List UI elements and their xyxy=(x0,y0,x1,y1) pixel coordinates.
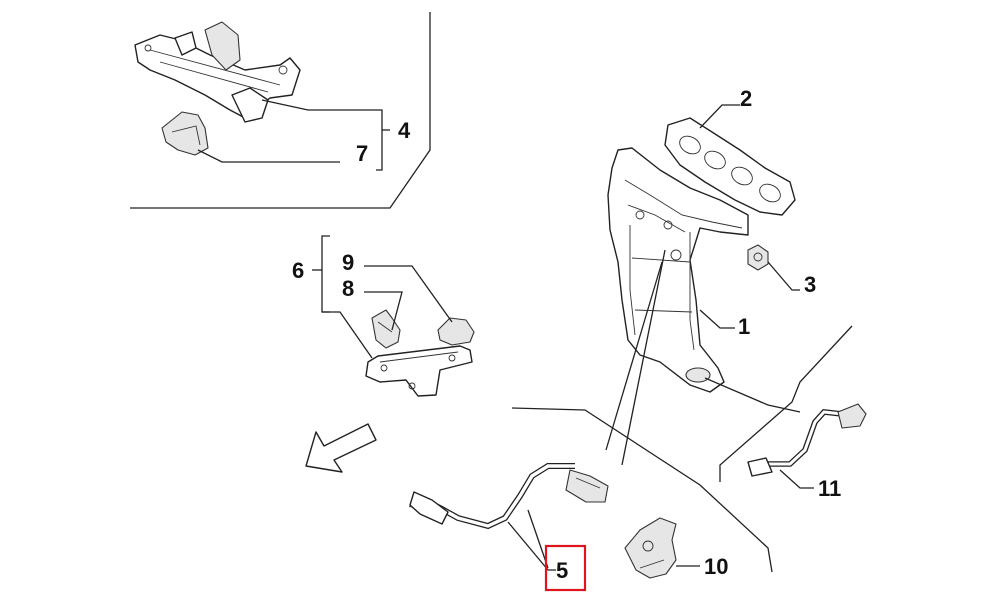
leader-1 xyxy=(699,309,735,329)
leader-11 xyxy=(779,469,814,489)
leader-2 xyxy=(699,104,740,129)
leader-5-top xyxy=(605,261,663,451)
leader-5-cat xyxy=(621,249,666,466)
oxygen-sensor-part[interactable] xyxy=(409,463,609,530)
callout-3[interactable]: 3 xyxy=(804,272,816,297)
clip-part[interactable] xyxy=(161,111,209,156)
callout-11[interactable]: 11 xyxy=(818,476,841,501)
section-lines xyxy=(511,325,853,573)
spring-clip-part[interactable] xyxy=(371,309,401,349)
leader-4-7 xyxy=(197,99,390,171)
manifold-gasket-part[interactable] xyxy=(664,117,796,216)
rubber-mount-part[interactable] xyxy=(437,317,475,346)
callout-6[interactable]: 6 xyxy=(292,258,304,283)
nut-part[interactable] xyxy=(747,244,769,271)
inset-panel xyxy=(130,12,431,209)
leader-11-cat xyxy=(704,377,801,413)
callout-10[interactable]: 10 xyxy=(704,554,728,579)
callout-5[interactable]: 5 xyxy=(556,558,568,583)
callout-9[interactable]: 9 xyxy=(342,250,354,275)
leader-6-8-9 xyxy=(312,235,453,359)
mounting-bracket-part[interactable] xyxy=(365,345,473,397)
leader-3 xyxy=(767,261,800,291)
highlight-box-5 xyxy=(544,544,587,592)
bracket-assembly-part[interactable] xyxy=(134,21,301,123)
exhaust-manifold-catalyst-part[interactable] xyxy=(607,147,749,393)
callout-2[interactable]: 2 xyxy=(740,86,752,111)
sensor-heat-shield-part[interactable] xyxy=(624,517,677,579)
leader-5 xyxy=(507,521,556,571)
callout-8[interactable]: 8 xyxy=(342,276,354,301)
downstream-oxygen-sensor-part[interactable] xyxy=(747,403,867,477)
direction-arrow-icon xyxy=(305,423,377,473)
callout-4[interactable]: 4 xyxy=(398,118,411,143)
callout-1[interactable]: 1 xyxy=(738,314,750,339)
callout-7[interactable]: 7 xyxy=(356,141,368,166)
leader-5b xyxy=(527,509,549,569)
